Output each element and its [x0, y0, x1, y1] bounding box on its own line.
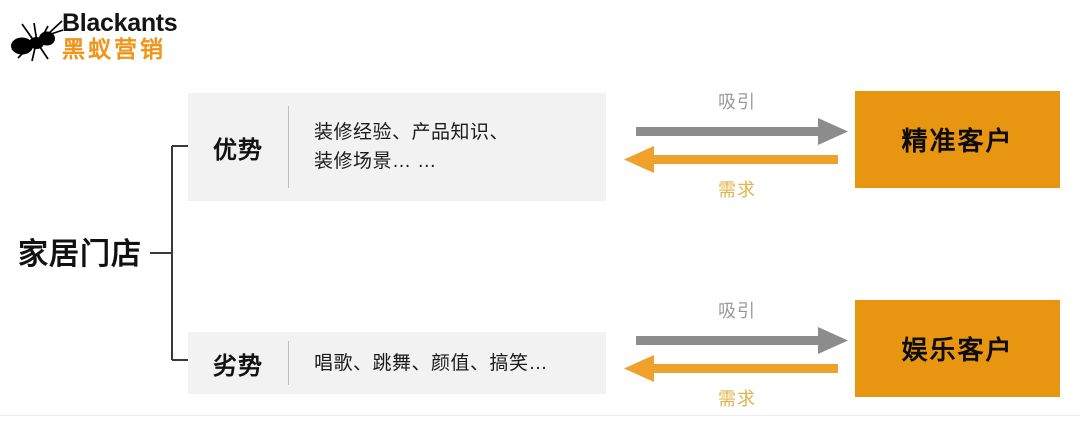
branch-panel-weakness: 劣势 唱歌、跳舞、颜值、搞笑… [188, 332, 606, 394]
arrow-group-weakness: 吸引 需求 [622, 297, 852, 412]
customer-box-entertainment: 娱乐客户 [855, 300, 1060, 397]
arrow-group-strength: 吸引 需求 [622, 88, 852, 203]
branch-panel-strength: 优势 装修经验、产品知识、 装修场景… … [188, 93, 606, 201]
arrow-left-orange-icon [624, 355, 838, 382]
logo-wordmark: Blackants 黑蚁营销 [62, 9, 178, 62]
customer-box-precise: 精准客户 [855, 91, 1060, 188]
bottom-divider [0, 415, 1080, 416]
panel-divider [288, 341, 289, 385]
bracket-connector-icon [150, 138, 196, 368]
arrow-left-orange-icon [624, 146, 838, 173]
arrow-label-demand: 需求 [718, 389, 756, 409]
branch-body-strength: 装修经验、产品知识、 装修场景… … [289, 118, 509, 176]
arrow-right-gray-icon [636, 327, 848, 354]
arrow-label-attract: 吸引 [718, 92, 756, 112]
bidirectional-arrows-icon [624, 118, 848, 173]
arrow-label-demand: 需求 [718, 180, 756, 200]
branch-title-strength: 优势 [213, 136, 263, 164]
root-node-label: 家居门店 [18, 238, 142, 271]
branch-body-line: 装修经验、产品知识、 [314, 122, 510, 143]
brand-logo: Blackants 黑蚁营销 [8, 10, 208, 68]
branch-body-line: 唱歌、跳舞、颜值、搞笑… [314, 352, 549, 374]
bidirectional-arrows-icon [624, 327, 848, 382]
panel-divider [288, 106, 289, 188]
branch-body-weakness: 唱歌、跳舞、颜值、搞笑… [289, 349, 548, 378]
logo-subtitle: 黑蚁营销 [62, 36, 166, 62]
branch-title-weakness: 劣势 [213, 352, 263, 380]
arrow-right-gray-icon [636, 118, 848, 145]
branch-body-line: 装修场景… … [314, 151, 437, 172]
logo-title: Blackants [62, 9, 178, 37]
arrow-label-attract: 吸引 [718, 301, 756, 321]
ant-icon [8, 18, 66, 63]
